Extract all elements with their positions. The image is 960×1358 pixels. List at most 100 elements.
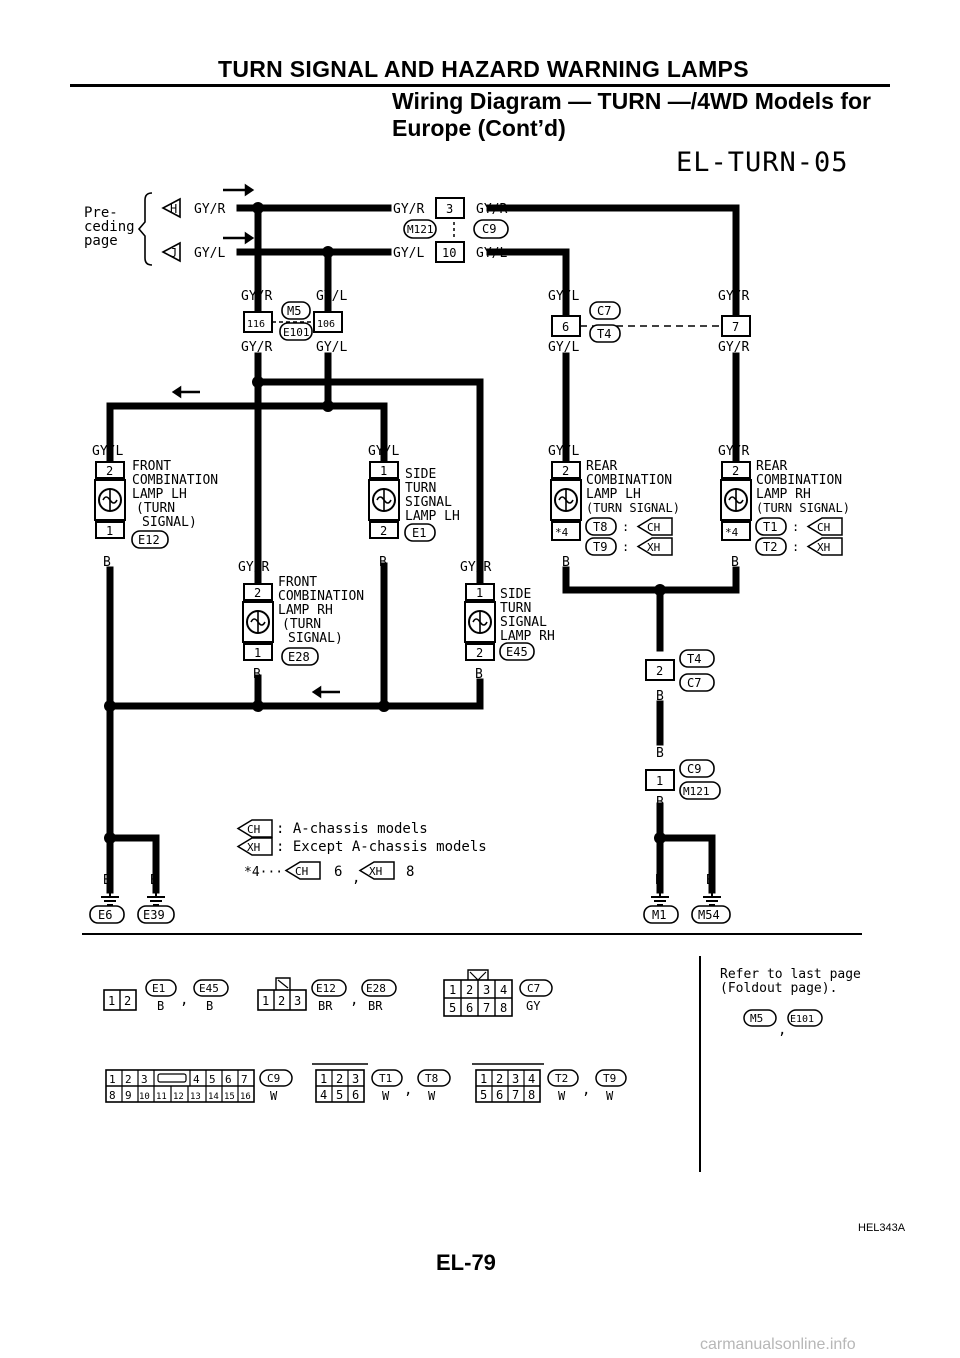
rear-combination-lamp-lh: 2 *4 REAR COMBINATION LAMP LH (TURN SIGN… xyxy=(550,459,680,556)
legend-note-xh: XH xyxy=(369,865,382,878)
svg-text:,: , xyxy=(778,1022,786,1038)
wire-label: GY/L xyxy=(316,289,347,304)
pin-label: 1 xyxy=(380,464,387,478)
pin-label: 10 xyxy=(139,1092,150,1102)
wire-label: GY/R xyxy=(460,560,491,575)
wire-label: GY/L xyxy=(368,444,399,459)
connector-code: T8 xyxy=(425,1072,438,1085)
pin-label: 13 xyxy=(190,1092,201,1102)
connector-code: M5 xyxy=(287,304,301,318)
pin-label: 7 xyxy=(483,1001,490,1015)
pin-label: 4 xyxy=(320,1088,327,1102)
svg-text:,: , xyxy=(582,1082,590,1098)
pin-label: 11 xyxy=(156,1092,167,1102)
pin-label: 2 xyxy=(496,1072,503,1086)
component-label: COMBINATION xyxy=(756,473,842,488)
section-title: TURN SIGNAL AND HAZARD WARNING LAMPS xyxy=(218,56,749,82)
chassis-mark: XH xyxy=(647,541,660,554)
pin-label: 3 xyxy=(483,983,490,997)
wire-color: GY xyxy=(526,999,541,1013)
connector-code: T4 xyxy=(597,327,611,341)
pin-label: 8 xyxy=(500,1001,507,1015)
chassis-mark: CH xyxy=(817,521,830,534)
wire-color: B xyxy=(157,999,164,1013)
pin-label: 3 xyxy=(141,1073,148,1086)
component-label: (TURN SIGNAL) xyxy=(586,501,680,515)
connector-code: T2 xyxy=(763,540,777,554)
legend-xh-text: : Except A-chassis models xyxy=(276,839,487,855)
wire-color: B xyxy=(206,999,213,1013)
pin-label: 16 xyxy=(240,1092,251,1102)
wire-label: GY/L xyxy=(548,340,579,355)
wire-label: B xyxy=(475,667,483,682)
pin-label: 1 xyxy=(480,1072,487,1086)
connector-view-e1-e45: 1 2 E1 , E45 B B xyxy=(103,979,229,1013)
wire-label: GY/L xyxy=(393,246,424,261)
svg-text:,: , xyxy=(404,1082,412,1098)
component-label: SIGNAL xyxy=(500,615,547,630)
connector-code: E1 xyxy=(152,982,165,995)
pin-label: 2 xyxy=(124,994,131,1008)
pin-label: 3 xyxy=(352,1072,359,1086)
wire-label: GY/L xyxy=(316,340,347,355)
legend-xh-mark: XH xyxy=(247,841,260,854)
component-label: COMBINATION xyxy=(132,473,218,488)
pin-label: 7 xyxy=(512,1088,519,1102)
pin-label: 4 xyxy=(193,1073,200,1086)
xh-mark-icon xyxy=(236,837,273,856)
pin-label: 106 xyxy=(317,319,335,330)
pin-label: 3 xyxy=(446,202,453,216)
wire-label: B xyxy=(656,689,664,704)
connector-code: T8 xyxy=(593,520,607,534)
wire-label: B xyxy=(656,795,664,810)
wire-label: GY/R xyxy=(393,202,424,217)
pin-label: 1 xyxy=(109,1073,116,1086)
connector-code: T1 xyxy=(763,520,777,534)
pin-label: 1 xyxy=(449,983,456,997)
subtitle-line-2: Europe (Cont’d) xyxy=(392,115,566,141)
connector-code: C7 xyxy=(687,676,701,690)
component-label: COMBINATION xyxy=(586,473,672,488)
wire-labels: GY/R GY/L GY/R GY/R GY/L GY/L GY/R GY/L … xyxy=(92,202,749,888)
pin-label: 116 xyxy=(247,319,265,330)
wire-color: W xyxy=(382,1089,390,1103)
component-label: FRONT xyxy=(278,575,317,590)
component-label: LAMP RH xyxy=(278,603,333,618)
ch-mark-icon xyxy=(236,819,273,838)
connector-view-c7: 1 2 3 4 5 6 7 8 C7 GY xyxy=(443,969,553,1017)
connector-code: T9 xyxy=(593,540,607,554)
legend-ch-text: : A-chassis models xyxy=(276,821,428,837)
wire-label: B xyxy=(150,873,158,888)
preceding-bracket xyxy=(137,192,153,266)
pin-label: 2 xyxy=(466,983,473,997)
wire-label: GY/R xyxy=(194,202,225,217)
connector-view-e12-e28: 1 2 3 E12 , E28 BR BR xyxy=(257,977,397,1013)
wire-color: W xyxy=(558,1089,566,1103)
rear-combination-lamp-rh: 2 *4 REAR COMBINATION LAMP RH (TURN SIGN… xyxy=(720,459,850,556)
ground-ovals xyxy=(89,905,731,924)
ground-symbols xyxy=(100,892,722,906)
connector-h-label: H xyxy=(170,202,177,216)
connector-view-c9: 1 2 3 4 5 6 7 8 9 10 11 12 13 14 15 16 C… xyxy=(105,1069,293,1103)
component-label: SIDE xyxy=(500,587,531,602)
section-subtitle: Wiring Diagram — TURN —/4WD Models for E… xyxy=(392,88,871,142)
component-label: COMBINATION xyxy=(278,589,364,604)
wire-label: GY/R xyxy=(241,289,272,304)
connector-code: E28 xyxy=(288,650,310,664)
connector-code: C9 xyxy=(687,762,701,776)
ground-code: M1 xyxy=(652,908,666,922)
pin-label: 5 xyxy=(209,1073,216,1086)
pin-label: 2 xyxy=(732,464,739,478)
connector-code: T2 xyxy=(555,1072,568,1085)
pin-label: 12 xyxy=(173,1092,184,1102)
component-label: REAR xyxy=(586,459,617,474)
front-combination-lamp-lh: 2 1 FRONT COMBINATION LAMP LH (TURN SIGN… xyxy=(94,459,218,549)
wire-label: B xyxy=(562,555,570,570)
component-label: LAMP RH xyxy=(756,487,811,502)
wire-label: GY/L xyxy=(194,246,225,261)
pin-label: 2 xyxy=(106,464,113,478)
wire-color: BR xyxy=(368,999,383,1013)
refer-line-1: Refer to last page xyxy=(720,967,861,982)
pin-label: *4 xyxy=(725,526,739,539)
